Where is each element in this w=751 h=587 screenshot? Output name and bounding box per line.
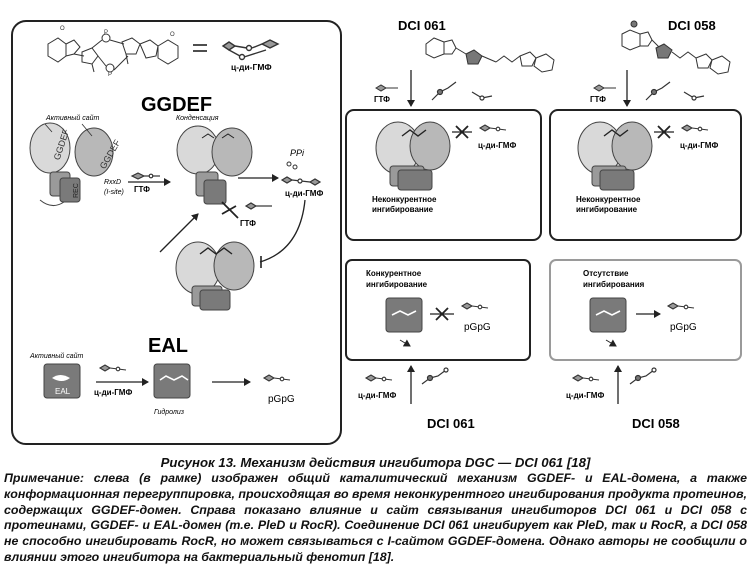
- ggdef-dimer-inhibited: [175, 241, 255, 311]
- pgpg-molecule-icon: [666, 302, 695, 310]
- cdigmp-structure: [47, 33, 179, 73]
- gtp-label-2: ГТФ: [240, 219, 256, 228]
- cdigmp-box-b-label: ц-ди-ГМФ: [680, 141, 718, 150]
- cdigmp-box-a-label: ц-ди-ГМФ: [478, 141, 516, 150]
- pgpg-molecule-icon: [262, 374, 291, 382]
- figure-caption: Рисунок 13. Механизм действия ингибитора…: [4, 455, 747, 566]
- pgpg-molecule-icon: [460, 302, 489, 310]
- dci058-molecule-icon: [645, 81, 705, 101]
- hydrolysis-label: Гидролиз: [154, 408, 185, 416]
- eal-domain: [43, 363, 81, 399]
- condensation-label: Конденсация: [176, 114, 219, 122]
- caption-title: Рисунок 13. Механизм действия ингибитора…: [160, 455, 591, 470]
- active-site-label: Активный сайт: [45, 114, 100, 122]
- dci058-molecule-icon: [629, 367, 657, 385]
- ppi-molecule-icon: [286, 161, 298, 170]
- ppi-label: PPi: [290, 148, 305, 158]
- gtp-molecule-icon: [244, 202, 272, 210]
- competitive-box: [345, 259, 531, 361]
- ggdef-dimer-box-a: [375, 121, 451, 191]
- dci061-molecule-icon: [421, 367, 449, 385]
- noncomp-a-line2: ингибирование: [372, 205, 434, 214]
- cdigmp-product-icon: [280, 176, 322, 186]
- no-inhibition-line1: Отсутствие: [583, 269, 629, 278]
- cdigmp-bottom-b-label: ц-ди-ГМФ: [566, 391, 604, 400]
- pgpg-a-label: pGpG: [464, 322, 491, 333]
- chem-atom-label: O: [170, 32, 175, 38]
- cdigmp-bottom-a-label: ц-ди-ГМФ: [358, 391, 396, 400]
- eal-domain-inhibited: [385, 297, 423, 333]
- eal-active-site-label: Активный сайт: [29, 352, 84, 360]
- isite-label: (I-site): [104, 189, 124, 196]
- mechanism-diagram: O P P O ц-ди-ГМФ GGDEF Активный сайт Кон…: [11, 18, 742, 445]
- gtp-molecule-icon: [130, 172, 160, 180]
- ggdef-dimer-condensation: [176, 125, 253, 205]
- left-panel-frame: [11, 20, 342, 445]
- dci058-top-title: DCI 058: [668, 18, 716, 33]
- dci061-bottom-title: DCI 061: [427, 416, 475, 431]
- gtp-label-b: ГТФ: [590, 95, 606, 104]
- noncomp-b-line1: Неконкурентное: [576, 195, 641, 204]
- eal-domain-bound: [153, 363, 191, 399]
- eal-domain-label: EAL: [55, 387, 71, 396]
- noncompetitive-box-b: [549, 109, 742, 241]
- competitive-line1: Конкурентное: [366, 269, 422, 278]
- gtp-label-a: ГТФ: [374, 95, 390, 104]
- cdigmp-symbol-icon: [221, 39, 280, 61]
- gtp-molecule-icon: [375, 84, 616, 92]
- noncomp-b-line2: ингибирование: [576, 205, 638, 214]
- dci061-top-title: DCI 061: [398, 18, 446, 33]
- noncomp-a-line1: Неконкурентное: [372, 195, 437, 204]
- dci058-structure: [621, 20, 731, 75]
- dci061-molecule-icon: [431, 81, 493, 101]
- caption-text: Примечание: слева (в рамке) изображен об…: [4, 471, 747, 564]
- pgpg-label: pGpG: [268, 394, 295, 405]
- cdigmp-label: ц-ди-ГМФ: [231, 62, 272, 72]
- cdigmp-molecule-icon: [680, 124, 709, 132]
- cdigmp-product-label: ц-ди-ГМФ: [285, 189, 323, 198]
- pgpg-b-label: pGpG: [670, 322, 697, 333]
- eal-title: EAL: [148, 335, 188, 357]
- chem-atom-label: P: [108, 72, 112, 78]
- dci061-structure: [425, 37, 555, 73]
- chem-atom-label: P: [104, 30, 108, 36]
- chem-atom-label: O: [60, 26, 65, 32]
- no-inhibition-line2: ингибирования: [583, 280, 645, 289]
- eal-domain-active: [589, 297, 627, 333]
- cdigmp-molecule-icon: [98, 364, 127, 372]
- rec-label: REC: [73, 183, 80, 198]
- dci058-bottom-title: DCI 058: [632, 416, 680, 431]
- noncompetitive-box-a: [345, 109, 542, 241]
- eal-cdigmp-label: ц-ди-ГМФ: [94, 388, 132, 397]
- ggdef-dimer-box-b: [577, 121, 653, 191]
- competitive-line2: ингибирование: [366, 280, 428, 289]
- rxxd-label: RxxD: [104, 179, 121, 186]
- ggdef-dimer: [29, 122, 114, 206]
- gtp-label: ГТФ: [134, 185, 150, 194]
- no-inhibition-box: [549, 259, 742, 361]
- cdigmp-molecule-icon: [478, 124, 507, 132]
- cdigmp-molecule-icon: [364, 374, 600, 382]
- ggdef-title: GGDEF: [141, 94, 212, 116]
